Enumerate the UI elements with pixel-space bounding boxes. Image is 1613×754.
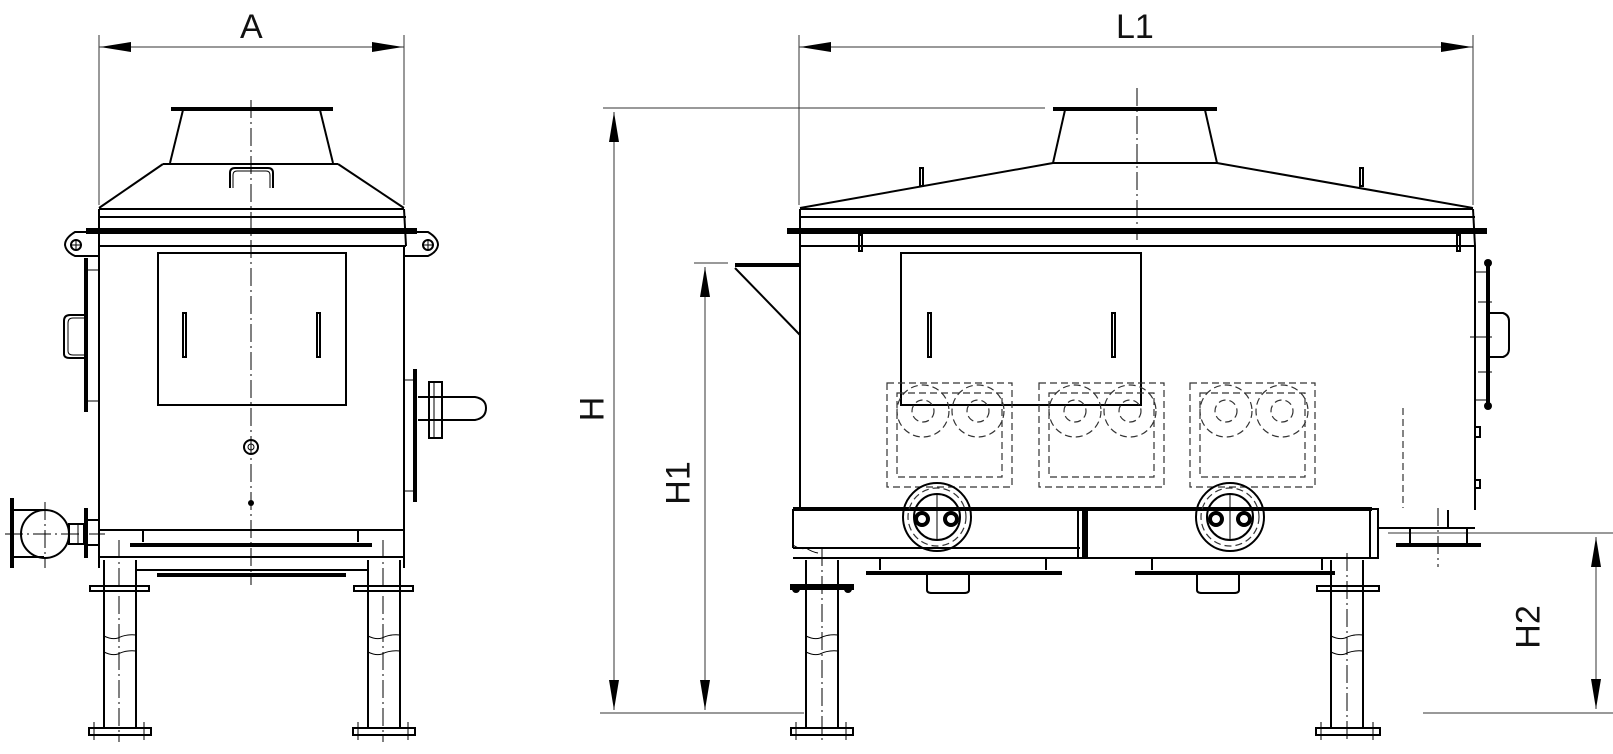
leg-front-left [88, 540, 152, 742]
dimension-label-h: H [573, 396, 612, 422]
base-frame-side [792, 507, 1379, 594]
dimension-label-a: A [240, 8, 263, 46]
dimension-l1 [798, 35, 1474, 205]
hidden-nozzle-group-3 [1189, 382, 1316, 488]
dimension-label-h2: H2 [1509, 605, 1548, 649]
lifting-lug-right [404, 231, 440, 257]
overflow-chute [734, 263, 801, 336]
side-view [600, 35, 1613, 742]
bottom-outlet-left [5, 498, 105, 568]
dimension-h2 [1388, 532, 1613, 714]
hidden-nozzle-group-1 [886, 382, 1013, 488]
side-handle-left [63, 258, 99, 412]
dimension-a [98, 35, 405, 205]
lifting-lug-left [63, 231, 99, 257]
front-view [5, 35, 488, 742]
side-nozzle-right [404, 369, 488, 502]
leg-side-left [790, 544, 854, 742]
dimension-h [600, 107, 1045, 714]
flanged-port-1 [902, 482, 972, 552]
side-handle-right [1470, 259, 1510, 489]
leg-front-right [352, 540, 416, 742]
dimension-label-h1: H1 [659, 461, 698, 505]
leg-side-right [1315, 553, 1381, 742]
dimension-label-l1: L1 [1116, 8, 1154, 46]
drain-outlet-side [1378, 508, 1481, 567]
dimension-h1 [694, 262, 728, 710]
tank-body-front [98, 246, 405, 530]
flanged-port-2 [1195, 482, 1265, 552]
hidden-nozzle-group-2 [1038, 382, 1165, 488]
tank-body-side [799, 246, 1476, 510]
